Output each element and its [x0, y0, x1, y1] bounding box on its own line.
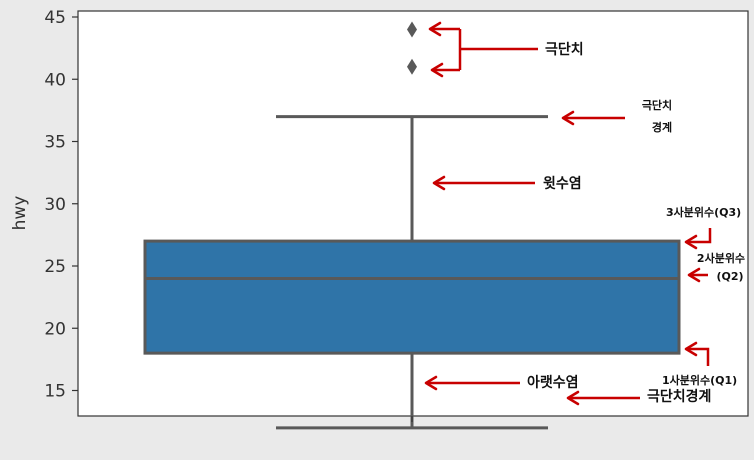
y-tick-label: 40	[44, 70, 66, 90]
q3-arrow	[686, 228, 712, 244]
annotation-lower-whisker: 아랫수염	[527, 374, 579, 391]
box-group	[143, 21, 681, 430]
y-tick-label: 45	[44, 8, 66, 28]
annotation-q3: 3사분위수(Q3)	[666, 205, 741, 219]
annotation-q2-line2: (Q2)	[716, 270, 743, 283]
annotation-upper-fence-line1: 극단치	[642, 98, 672, 112]
outlier-arrow-bottom-head	[430, 62, 444, 78]
annotation-upper-whisker: 윗수염	[543, 176, 582, 192]
y-tick-label: 30	[44, 195, 66, 215]
q1-arrow-head	[684, 341, 698, 357]
q3-arrow-head	[684, 234, 698, 250]
outlier-arrow-top-head	[428, 21, 442, 37]
iqr-box	[143, 239, 681, 355]
y-tick-label: 15	[44, 382, 66, 402]
annotation-upper-fence-line2: 경계	[652, 120, 672, 134]
y-tick-label: 20	[44, 319, 66, 339]
q1-arrow	[686, 347, 710, 366]
y-axis-label: hwy	[10, 196, 30, 231]
upper-whisker-arrow-head	[432, 175, 446, 191]
outlier-point	[407, 58, 417, 75]
annotation-q1: 1사분위수(Q1)	[662, 373, 737, 387]
y-axis: 15 20 25 30 35 40 45	[44, 8, 78, 402]
y-tick-label: 25	[44, 257, 66, 277]
q2-arrow-head	[687, 267, 701, 283]
annotations: 극단치극단치경계윗수염3사분위수(Q3)2사분위수(Q2)1사분위수(Q1)아랫…	[424, 21, 745, 406]
lower-fence-arrow-head	[566, 390, 580, 406]
annotation-outlier: 극단치	[545, 41, 584, 58]
annotation-lower-fence: 극단치경계	[647, 388, 711, 405]
annotation-q2-line1: 2사분위수	[697, 251, 745, 265]
y-tick-label: 35	[44, 133, 66, 153]
outlier-point	[407, 21, 417, 38]
lower-whisker-arrow-head	[424, 375, 438, 391]
upper-fence-arrow-head	[561, 110, 575, 126]
